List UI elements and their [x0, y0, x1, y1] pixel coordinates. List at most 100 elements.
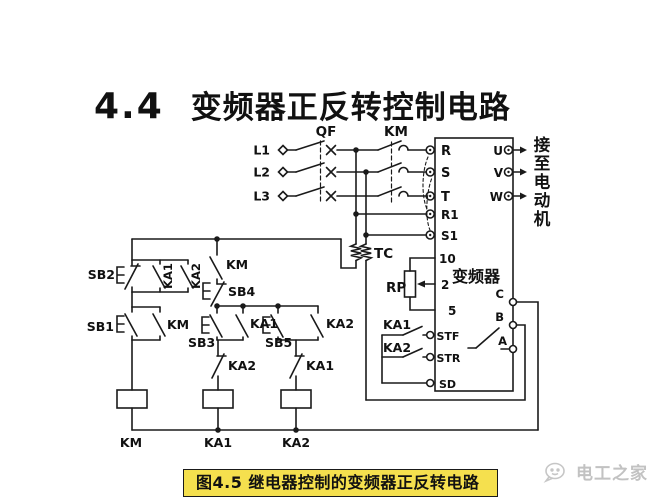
terminal-str: STR [437, 352, 461, 365]
terminal-5: 5 [448, 304, 456, 318]
sb5-blade [270, 314, 284, 338]
label-tc: TC [374, 246, 393, 262]
terminal-stf: STF [437, 330, 460, 343]
terminal-b: B [495, 310, 504, 324]
transformer-tc [340, 238, 374, 401]
phase-input-lines [277, 144, 297, 202]
l1-terminal-icon [277, 144, 289, 156]
label-sb1: SB1 [87, 319, 114, 334]
sb2-button-icon [116, 266, 125, 284]
rp-wiper-arrow-icon [417, 280, 425, 288]
terminal-a: A [498, 334, 507, 348]
l3-terminal-icon [277, 190, 289, 202]
terminal-10: 10 [439, 252, 456, 266]
label-ka2-coil: KA2 [282, 435, 310, 450]
km-arc-3 [398, 190, 409, 197]
label-ka2-hold: KA2 [189, 263, 203, 289]
figure-caption: 图4.5 继电器控制的变频器正反转电路 [183, 469, 498, 497]
label-ka1-stf: KA1 [383, 317, 411, 332]
label-ka1-branch: KA1 [250, 316, 278, 331]
terminal-jumper-dashed [422, 156, 433, 231]
inverter-left-terminals [425, 145, 436, 240]
label-l2: L2 [253, 165, 270, 180]
inverter-output-terminals [503, 145, 527, 201]
terminal-2: 2 [441, 278, 449, 292]
ka1-selfhold-blade [235, 314, 249, 338]
ka2-coil [280, 389, 312, 409]
label-ka1-interlock: KA1 [306, 358, 334, 373]
v-arrow-icon [520, 168, 527, 176]
label-sb5: SB5 [265, 335, 292, 350]
tc-secondary-winding [358, 243, 374, 262]
terminal-s: S [441, 166, 450, 181]
label-ka2-str: KA2 [383, 340, 411, 355]
sb3-blade [209, 314, 223, 338]
control-circuit-km-branch [116, 238, 342, 431]
u-arrow-icon [520, 146, 527, 154]
title-number: 4.4 [94, 86, 164, 127]
watermark-text: 电工之家 [576, 464, 648, 484]
label-km-aux: KM [226, 257, 248, 272]
label-rp: RP [386, 280, 406, 296]
ka1-holding-blade [152, 265, 166, 289]
label-sb4: SB4 [228, 284, 256, 299]
motor-connection-label: 接至电动机 [531, 136, 550, 229]
label-ka2-branch: KA2 [326, 316, 354, 331]
label-l3: L3 [253, 189, 270, 204]
sb2-blade [124, 263, 139, 290]
terminal-t: T [441, 190, 450, 205]
tc-primary-winding [348, 243, 364, 262]
ka2-holding-blade [180, 265, 194, 289]
inverter-box [434, 137, 514, 392]
label-km-main: KM [384, 124, 408, 140]
ka1-branch [201, 305, 249, 433]
label-km-selfhold: KM [167, 317, 189, 332]
km-arc-1 [398, 144, 409, 151]
sb4-blade [210, 281, 225, 307]
label-l1: L1 [253, 143, 270, 158]
title-text: 变频器正反转控制电路 [190, 90, 511, 125]
ka2-branch [262, 305, 324, 433]
l2-terminal-icon [277, 166, 289, 178]
km-selfhold-blade [152, 313, 166, 337]
ka1-coil [202, 389, 234, 409]
potentiometer-rp [403, 257, 436, 311]
control-circuit-mid-column [202, 236, 319, 309]
km-aux-blade [209, 256, 223, 280]
qf-x-mark-3 [325, 190, 337, 202]
label-sb3: SB3 [188, 335, 215, 350]
w-arrow-icon [520, 192, 527, 200]
km-coil [116, 389, 148, 409]
control-power-taps [353, 147, 427, 245]
ka2-selfhold-blade [310, 314, 324, 338]
qf-x-mark-1 [325, 144, 337, 156]
terminal-w: W [490, 190, 503, 204]
km-arc-2 [398, 166, 409, 173]
label-km-coil: KM [120, 435, 142, 450]
terminal-s1: S1 [441, 229, 458, 243]
ka1-interlock-blade [289, 353, 303, 379]
terminal-c: C [496, 287, 504, 301]
label-qf: QF [316, 124, 337, 140]
terminal-sd: SD [439, 378, 456, 391]
relay-changeover-blade [475, 327, 500, 349]
watermark: 电工之家 [542, 459, 648, 484]
terminal-r1: R1 [441, 208, 459, 222]
terminal-v: V [494, 166, 504, 180]
label-sb2: SB2 [88, 267, 115, 282]
label-ka1-coil: KA1 [204, 435, 232, 450]
fault-relay-output [365, 297, 539, 431]
inverter-name: 变频器 [452, 267, 501, 286]
page-title: 4.4 变频器正反转控制电路 [94, 82, 511, 127]
label-ka2-interlock: KA2 [228, 358, 256, 373]
qf-x-mark-2 [325, 166, 337, 178]
ka2-interlock-blade [211, 353, 225, 379]
contactor-km-main [377, 140, 427, 204]
stf-str-contacts [381, 325, 435, 388]
sb5-button-icon [262, 316, 271, 334]
terminal-u: U [493, 144, 503, 158]
sb1-blade [124, 313, 138, 337]
terminal-r: R [441, 144, 451, 159]
